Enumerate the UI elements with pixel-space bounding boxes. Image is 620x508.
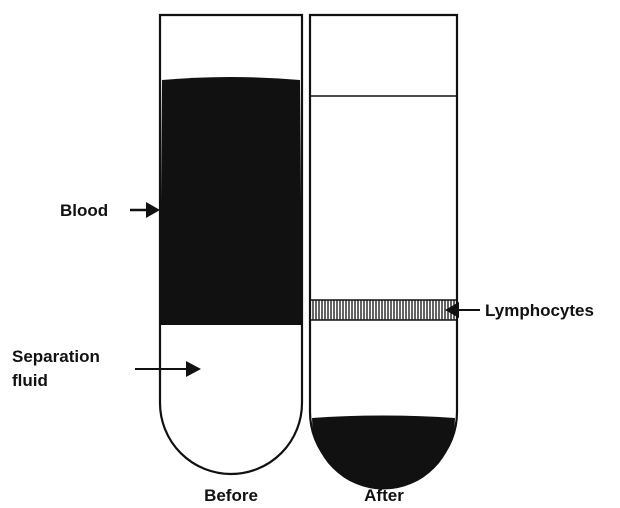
- separation-fluid-label-line1: Separation: [12, 347, 100, 366]
- tube-after: [310, 15, 457, 490]
- sediment-layer: [312, 416, 455, 490]
- blood-label: Blood: [60, 201, 108, 220]
- separation-fluid-label-line2: fluid: [12, 371, 48, 390]
- tube-after-outline: [310, 15, 457, 486]
- blood-arrow: [130, 202, 160, 218]
- lymphocyte-band: [310, 300, 457, 320]
- after-label: After: [364, 486, 404, 505]
- tube-before: [160, 15, 302, 474]
- separation-arrow: [135, 361, 201, 377]
- before-label: Before: [204, 486, 258, 505]
- blood-layer: [160, 77, 302, 325]
- lymphocytes-label: Lymphocytes: [485, 301, 594, 320]
